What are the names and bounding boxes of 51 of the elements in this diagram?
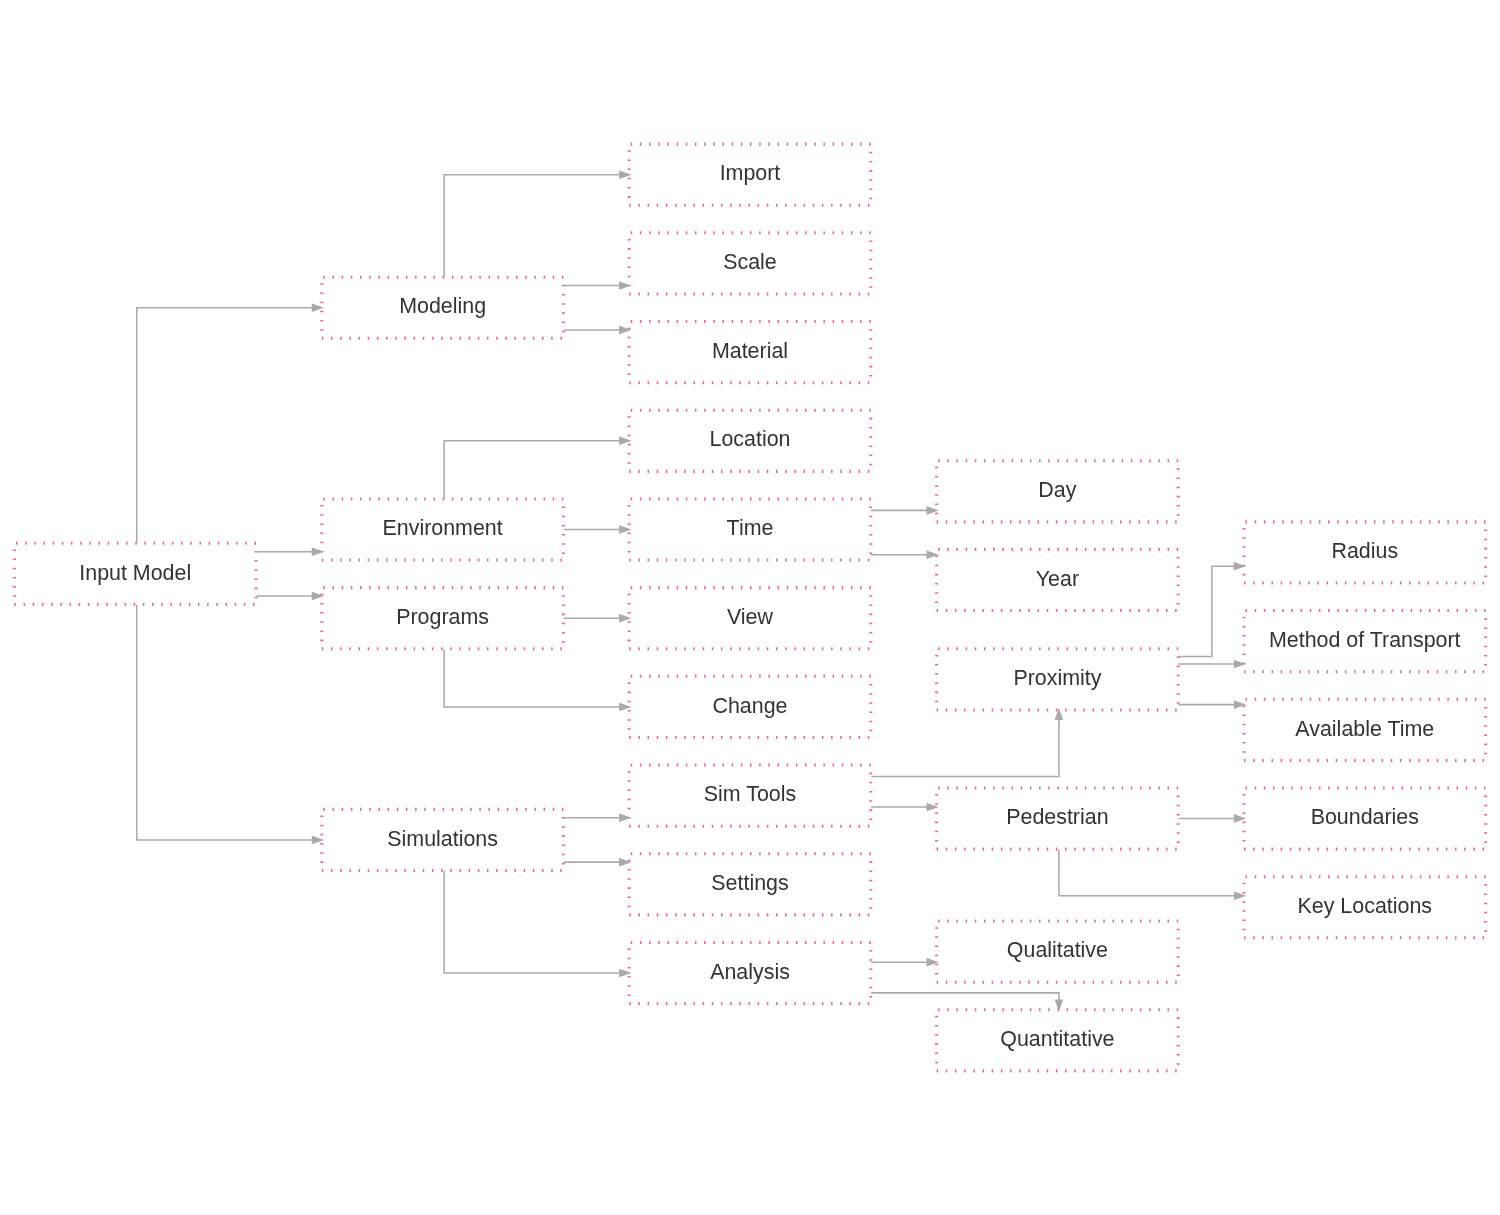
arrow: [562, 281, 632, 290]
node-box: Boundaries: [1242, 786, 1488, 851]
node-box: Change: [627, 674, 873, 739]
node-box: Pedestrian: [935, 786, 1180, 851]
arrow: [870, 506, 939, 515]
node-box: Proximity: [935, 647, 1180, 712]
node-box: Key Locations: [1242, 875, 1488, 940]
node-box: Time: [627, 497, 873, 562]
arrow: [1177, 814, 1247, 823]
node-box: Environment: [320, 497, 565, 562]
arrow: [1058, 848, 1247, 901]
arrow: [255, 547, 324, 556]
node-box: Import: [627, 142, 873, 207]
arrow: [135, 604, 325, 845]
arrow: [562, 857, 632, 867]
node-box: Radius: [1242, 520, 1488, 585]
arrow: [135, 303, 325, 544]
node-box: Analysis: [627, 940, 873, 1006]
arrow: [870, 707, 1064, 778]
node-box: Method of Transport: [1242, 609, 1488, 674]
arrow: [1177, 561, 1246, 658]
arrow: [870, 550, 939, 560]
arrow: [870, 992, 1064, 1012]
arrow: [443, 436, 632, 500]
node-box: Quantitative: [935, 1008, 1180, 1073]
node-box: Scale: [627, 231, 873, 296]
node-box: Simulations: [320, 807, 565, 873]
node-box: Available Time: [1242, 697, 1488, 762]
arrow: [443, 648, 632, 712]
node-box: Modeling: [320, 275, 565, 340]
arrow: [443, 170, 632, 278]
node-box: Year: [935, 547, 1180, 613]
node-box: Day: [935, 459, 1180, 524]
arrow: [1177, 700, 1247, 709]
node-box: Settings: [627, 852, 873, 917]
arrow: [255, 591, 324, 601]
arrow: [870, 802, 939, 812]
node-box: Programs: [320, 586, 565, 651]
arrow: [562, 813, 632, 823]
node-box: Location: [627, 408, 873, 473]
arrow: [443, 870, 632, 978]
node-box: Input Model: [12, 541, 258, 606]
arrow: [1177, 659, 1247, 669]
arrow: [870, 958, 939, 967]
node-box: Qualitative: [935, 919, 1180, 984]
node-box: View: [627, 586, 873, 651]
arrow: [562, 525, 632, 534]
node-box: Sim Tools: [627, 763, 873, 828]
arrow: [562, 325, 632, 335]
node-box: Material: [627, 320, 873, 385]
arrow: [562, 613, 632, 623]
